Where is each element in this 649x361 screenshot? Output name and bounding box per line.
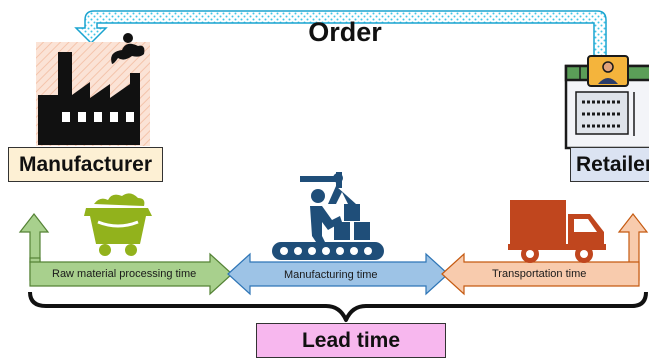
- order-title: Order: [308, 16, 382, 47]
- lead-time-brace: [28, 291, 648, 322]
- transportation-time-label: Transportation time: [492, 268, 587, 280]
- manufacturing-time-label: Manufacturing time: [284, 269, 378, 281]
- store-icon: [564, 55, 649, 150]
- raw-material-segment: [29, 252, 233, 296]
- order-arrow: [74, 10, 607, 57]
- assembly-line-icon: [272, 172, 384, 260]
- mining-cart-icon: [84, 193, 152, 256]
- delivery-truck-icon: [508, 200, 606, 263]
- raw-material-time-label: Raw material processing time: [52, 268, 197, 280]
- transport-segment: [441, 252, 640, 296]
- lead-time-label: Lead time: [256, 323, 446, 358]
- raw-material-up-arrow: [18, 213, 50, 263]
- factory-icon: [36, 33, 150, 146]
- retailer-label: Retailer: [570, 147, 649, 182]
- manufacturer-label: Manufacturer: [8, 147, 163, 182]
- transport-up-arrow: [617, 213, 649, 281]
